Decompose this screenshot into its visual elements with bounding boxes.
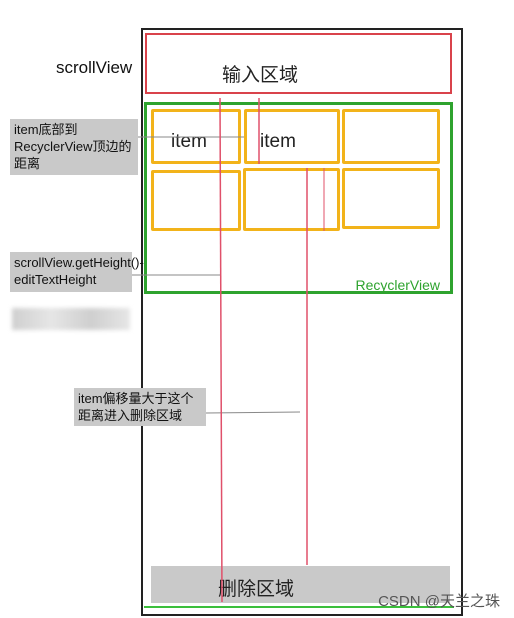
note-item-bottom-distance: item底部到RecyclerView顶边的距离 [10,119,138,175]
recyclerview-frame [144,102,453,294]
recyclerview-label: RecyclerView [355,277,440,293]
item-cell-2 [244,109,340,164]
item-cell-3 [342,109,440,164]
item-cell-5 [243,168,340,231]
input-area-label: 输入区域 [221,65,298,86]
scrollview-frame [141,28,463,616]
guide-line-left [219,97,223,603]
delete-area-label: 删除区域 [217,579,294,600]
note-height-formula: scrollView.getHeight()-editTextHeight [10,252,144,292]
pointer-line-offset-rule [205,411,301,414]
item-cell-4 [151,170,241,231]
item-cell-6 [342,168,440,229]
item-label-2: item [260,131,296,152]
bottom-green-line [144,606,454,608]
csdn-watermark: CSDN @天兰之珠 [378,593,500,610]
delete-area [151,566,450,603]
note-offset-rule: item偏移量大于这个距离进入删除区域 [74,388,206,426]
input-area [145,33,452,94]
blurred-region [12,308,130,330]
scrollview-label: scrollView [56,58,133,77]
item-label-1: item [171,131,207,152]
